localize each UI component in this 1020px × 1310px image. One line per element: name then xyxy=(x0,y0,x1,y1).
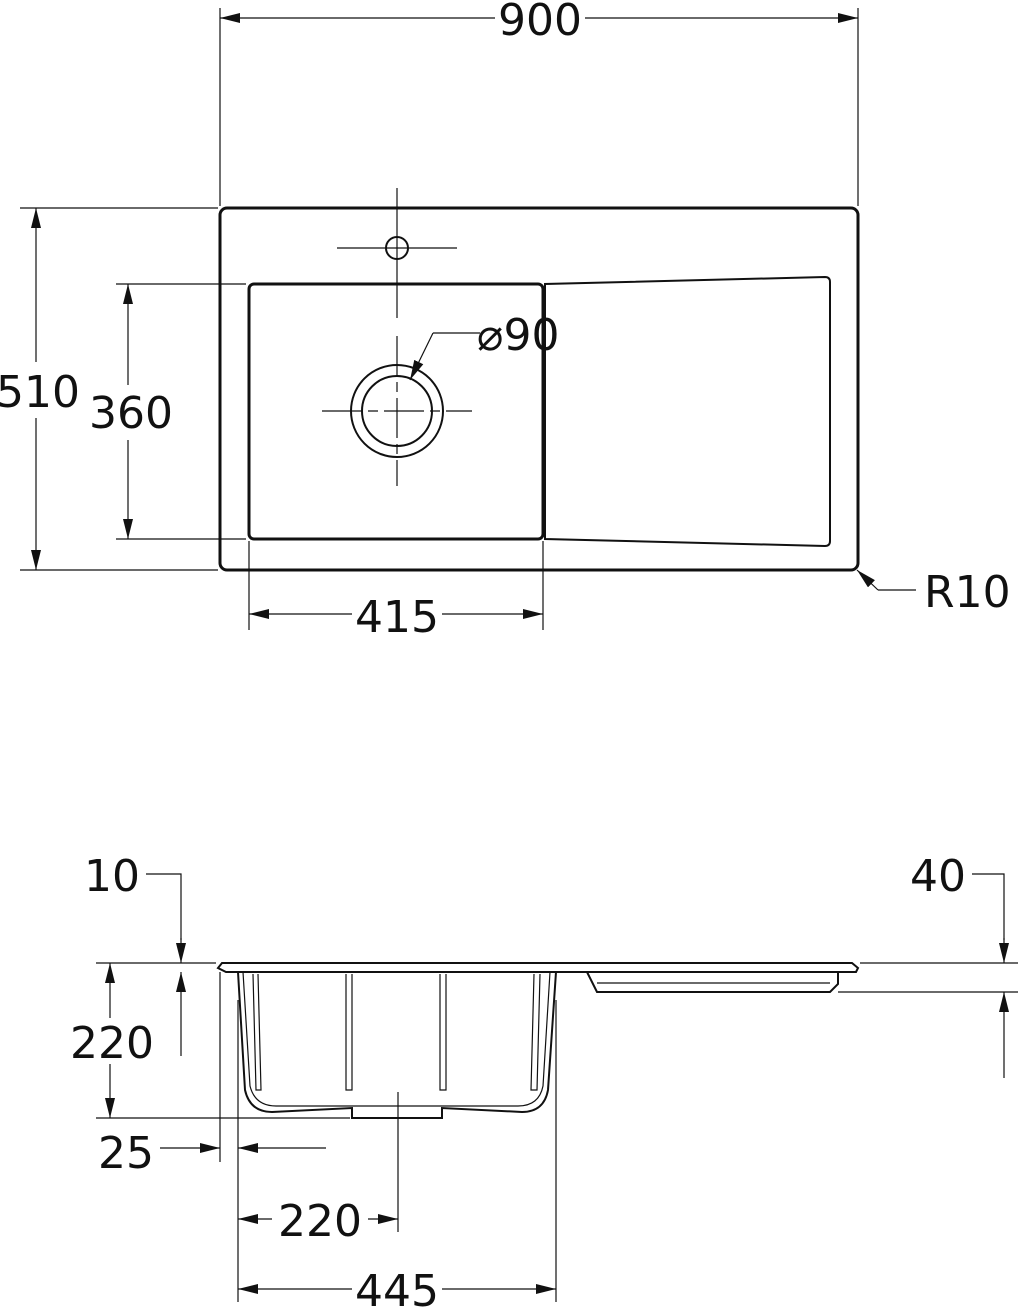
sink-outline xyxy=(218,206,860,572)
leader-line xyxy=(409,332,434,381)
waste-centre-label: 220 xyxy=(278,1196,362,1247)
drainer-depth-label: 40 xyxy=(910,851,966,902)
bowl-outline xyxy=(247,282,545,541)
leader-line xyxy=(146,873,182,940)
bowl-rib xyxy=(439,974,447,1091)
overall-depth-label: 510 xyxy=(0,367,80,418)
plan-view: 900 510 360 415 ⌀90 R10 xyxy=(0,0,1011,643)
bowl-rib xyxy=(252,973,262,1091)
leader-line xyxy=(972,873,1005,940)
bowl-rib xyxy=(530,973,541,1091)
bowl-height-label: 220 xyxy=(70,1018,154,1069)
corner-radius-label: R10 xyxy=(924,567,1011,618)
bowl-rib xyxy=(345,974,353,1091)
leader-line xyxy=(856,569,879,591)
waste-diameter-label: ⌀90 xyxy=(477,310,559,361)
bowl-inner-profile xyxy=(242,971,551,1107)
drainer-outline xyxy=(544,275,831,548)
section-view: 10 220 40 25 220 445 xyxy=(70,851,1018,1310)
bowl-outer-width-label: 445 xyxy=(355,1266,439,1310)
overall-width-label: 900 xyxy=(498,0,582,46)
bowl-profile xyxy=(237,971,557,1119)
rim-thickness-label: 10 xyxy=(84,851,140,902)
bowl-depth-label: 360 xyxy=(89,388,173,439)
rim-profile xyxy=(216,962,860,973)
bowl-width-label: 415 xyxy=(355,592,439,643)
bowl-offset-label: 25 xyxy=(98,1128,154,1179)
drainer-profile xyxy=(586,971,839,993)
